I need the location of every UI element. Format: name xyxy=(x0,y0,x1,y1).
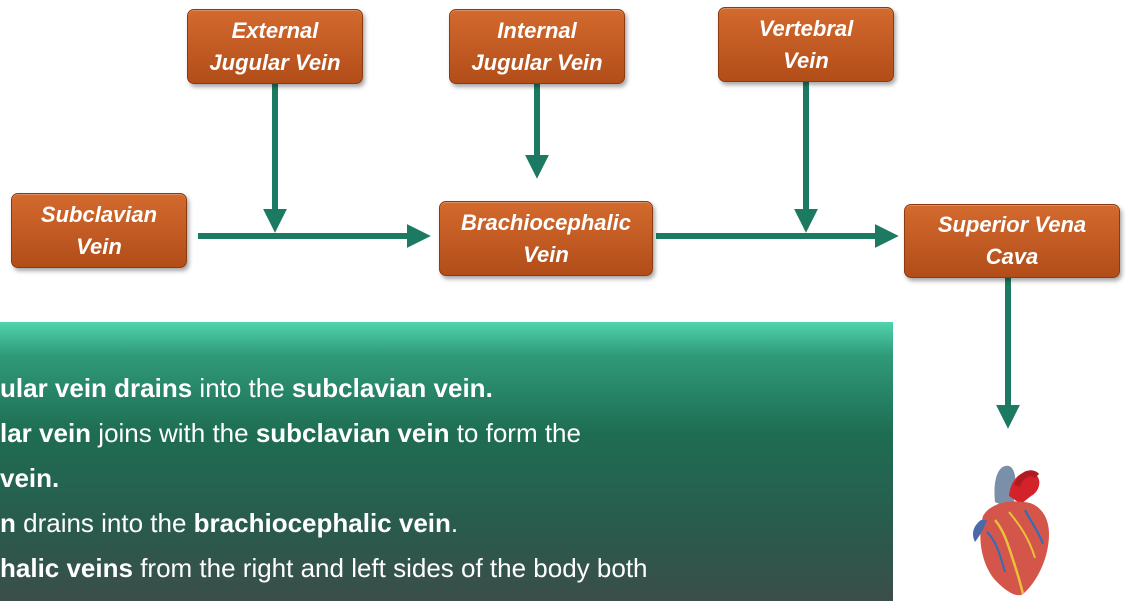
bullet-line-5-seg-1: halic veins xyxy=(0,553,133,583)
node-superior-vena-cava: Superior Vena Cava xyxy=(904,204,1120,278)
explanation-panel: ular vein drains into the subclavian vei… xyxy=(0,322,893,601)
bullet-line-3: vein. xyxy=(0,456,59,501)
bullet-line-4-seg-3: brachiocephalic vein xyxy=(194,508,451,538)
bullet-line-4: n drains into the brachiocephalic vein. xyxy=(0,501,458,546)
bullet-line-1-seg-3: subclavian vein. xyxy=(292,373,493,403)
bullet-line-4-seg-2: drains into the xyxy=(16,508,194,538)
bullet-line-2-seg-4: to form the xyxy=(449,418,581,448)
bullet-line-2-seg-3: subclavian vein xyxy=(256,418,450,448)
bullet-line-1-seg-1: ular vein drains xyxy=(0,373,192,403)
bullet-line-2-seg-2: joins with the xyxy=(91,418,256,448)
bullet-line-2: lar vein joins with the subclavian vein … xyxy=(0,411,581,456)
bullet-line-1: ular vein drains into the subclavian vei… xyxy=(0,366,493,411)
heart-model-image xyxy=(965,462,1055,601)
bullet-line-5: halic veins from the right and left side… xyxy=(0,546,648,591)
bullet-line-4-seg-4: . xyxy=(451,508,458,538)
bullet-line-5-seg-2: from the right and left sides of the bod… xyxy=(133,553,648,583)
node-vertebral-vein: Vertebral Vein xyxy=(718,7,894,82)
node-internal-jugular-vein: Internal Jugular Vein xyxy=(449,9,625,84)
bullet-line-4-seg-1: n xyxy=(0,508,16,538)
node-brachiocephalic-vein: Brachiocephalic Vein xyxy=(439,201,653,276)
node-subclavian-vein: Subclavian Vein xyxy=(11,193,187,268)
bullet-line-3-seg-1: vein. xyxy=(0,463,59,493)
bullet-line-2-seg-1: lar vein xyxy=(0,418,91,448)
node-external-jugular-vein: External Jugular Vein xyxy=(187,9,363,84)
bullet-line-1-seg-2: into the xyxy=(192,373,292,403)
